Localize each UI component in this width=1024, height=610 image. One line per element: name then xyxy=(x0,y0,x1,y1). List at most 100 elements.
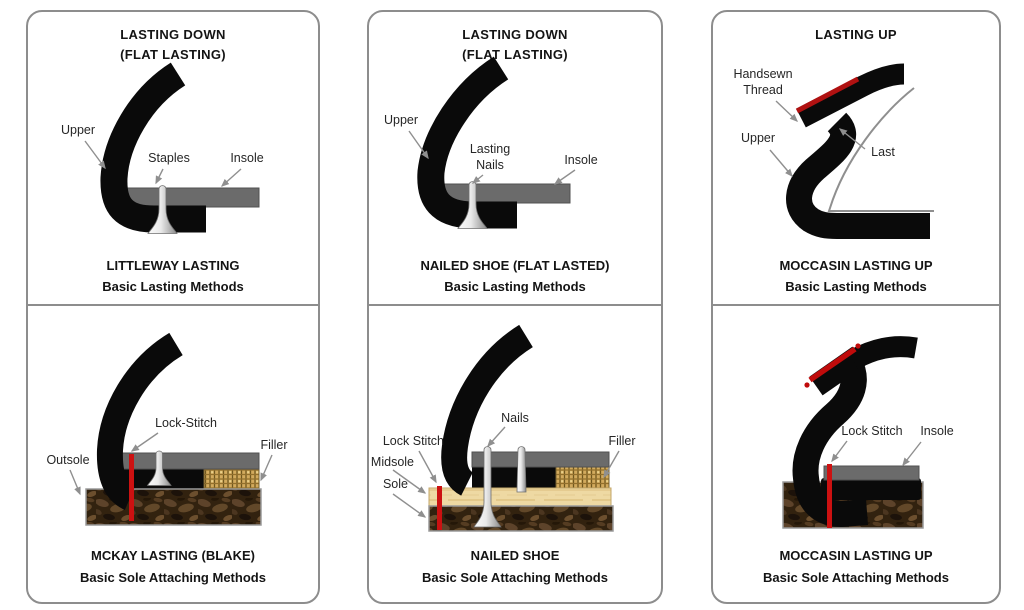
panel-caption-line1: MOCCASIN LASTING UP xyxy=(779,548,932,563)
label-insole: Insole xyxy=(564,153,597,167)
label-filler: Filler xyxy=(608,434,635,448)
label-insole: Insole xyxy=(920,424,953,438)
panel-caption-line2: Basic Sole Attaching Methods xyxy=(763,570,949,585)
upper-shape xyxy=(100,62,206,233)
label-nails: Nails xyxy=(501,411,529,425)
moccasin-sole-diagram: Lock Stitch Insole MOCCASIN LASTING UP B… xyxy=(763,336,954,585)
upper-seam-beak xyxy=(809,346,866,396)
arrow-insole xyxy=(902,441,922,467)
moccasin-up-diagram: LASTING UP Handsewn Thread Upper Last MO… xyxy=(733,27,934,294)
upper-shape xyxy=(786,112,930,239)
label-filler: Filler xyxy=(260,438,287,452)
insole-bar xyxy=(119,452,260,470)
staple-icon xyxy=(146,450,172,486)
panel-column-littleway-mckay: LASTING DOWN (FLAT LASTING) Upper Staple… xyxy=(26,10,320,604)
nailed-sole-diagram: Nails Lock Stitch Midsole Sole Filler NA… xyxy=(371,324,636,585)
arrow-insole xyxy=(553,169,576,185)
label-handsewn-line1: Handsewn xyxy=(733,67,792,81)
panel-nailed-flat-lasted: LASTING DOWN (FLAT LASTING) Upper Lastin… xyxy=(369,12,661,304)
panel-column-nailed: LASTING DOWN (FLAT LASTING) Upper Lastin… xyxy=(367,10,663,604)
arrow-sole xyxy=(392,493,427,518)
label-insole: Insole xyxy=(230,151,263,165)
label-lock-stitch: Lock Stitch xyxy=(383,434,444,448)
panel-caption-line1: NAILED SHOE xyxy=(471,548,560,563)
arrow-filler xyxy=(603,450,620,479)
insole-bar xyxy=(471,451,610,468)
label-staples: Staples xyxy=(148,151,190,165)
mckay-diagram: Lock-Stitch Outsole Filler MCKAY LASTING… xyxy=(46,332,288,585)
label-midsole: Midsole xyxy=(371,455,414,469)
label-sole: Sole xyxy=(383,477,408,491)
upper-shape xyxy=(417,56,517,229)
panel-moccasin-sole: Lock Stitch Insole MOCCASIN LASTING UP B… xyxy=(713,306,999,598)
lock-stitch-line xyxy=(437,486,442,530)
nail-short-icon xyxy=(516,446,527,493)
insole-bar xyxy=(119,187,260,208)
arrow-outsole xyxy=(69,469,81,496)
arrow-lock-stitch xyxy=(130,432,159,452)
arrow-handsewn xyxy=(775,100,798,122)
insole-bar xyxy=(823,465,920,481)
arrow-lasting-nails xyxy=(471,174,484,184)
arrow-lock-stitch xyxy=(831,440,848,463)
arrow-upper xyxy=(84,140,106,170)
upper-seam-arm xyxy=(796,63,905,128)
arrow-staples xyxy=(155,168,164,185)
panel-littleway-lasting: LASTING DOWN (FLAT LASTING) Upper Staple… xyxy=(28,12,318,304)
panel-caption-line1: MOCCASIN LASTING UP xyxy=(779,258,932,273)
panel-caption-line2: Basic Lasting Methods xyxy=(785,279,927,294)
arrow-nails xyxy=(487,426,506,448)
arrow-upper xyxy=(408,130,429,160)
label-lock-stitch: Lock-Stitch xyxy=(155,416,217,430)
arrow-lock-stitch xyxy=(418,450,437,484)
arrow-midsole xyxy=(392,469,427,494)
arrow-filler xyxy=(260,454,273,482)
panel-caption-line2: Basic Lasting Methods xyxy=(444,279,586,294)
label-upper: Upper xyxy=(384,113,418,127)
handsewn-thread-stripe xyxy=(808,346,857,383)
thread-end-dot xyxy=(804,382,810,388)
panel-divider xyxy=(713,304,999,306)
panel-moccasin-lasting-up: LASTING UP Handsewn Thread Upper Last MO… xyxy=(713,12,999,304)
label-upper: Upper xyxy=(741,131,775,145)
upper-shape xyxy=(441,324,534,496)
filler-block xyxy=(203,468,260,491)
arrow-upper xyxy=(769,149,793,178)
upper-seam-arm xyxy=(847,336,918,370)
label-handsewn-line2: Thread xyxy=(743,83,783,97)
sole-slab xyxy=(428,505,614,532)
panel-divider xyxy=(369,304,661,306)
upper-shape xyxy=(96,332,184,510)
panel-divider xyxy=(28,304,318,306)
panel-caption-line1: MCKAY LASTING (BLAKE) xyxy=(91,548,255,563)
last-outline xyxy=(827,87,934,212)
panel-caption-line2: Basic Sole Attaching Methods xyxy=(80,570,266,585)
staple-icon xyxy=(147,185,178,234)
panel-title-line1: LASTING DOWN xyxy=(462,27,567,42)
arrow-insole xyxy=(220,168,242,187)
arrow-last xyxy=(838,128,866,150)
panel-mckay-lasting: Lock-Stitch Outsole Filler MCKAY LASTING… xyxy=(28,306,318,598)
panel-caption-line1: NAILED SHOE (FLAT LASTED) xyxy=(421,258,610,273)
panel-title-line1: LASTING UP xyxy=(815,27,897,42)
handsewn-thread-stripe xyxy=(795,76,860,114)
panel-caption-line2: Basic Sole Attaching Methods xyxy=(422,570,608,585)
label-lock-stitch: Lock Stitch xyxy=(841,424,902,438)
lock-stitch-line xyxy=(827,464,832,528)
lock-stitch-line xyxy=(129,454,134,521)
panel-caption-line1: LITTLEWAY LASTING xyxy=(107,258,240,273)
panel-nailed-shoe-sole: Nails Lock Stitch Midsole Sole Filler NA… xyxy=(369,306,661,598)
label-upper: Upper xyxy=(61,123,95,137)
panel-column-moccasin: LASTING UP Handsewn Thread Upper Last MO… xyxy=(711,10,1001,604)
panel-caption-line2: Basic Lasting Methods xyxy=(102,279,244,294)
thread-end-dot xyxy=(855,343,861,349)
panel-title-line2: (FLAT LASTING) xyxy=(120,47,226,62)
filler-block xyxy=(555,465,610,489)
label-lasting-nails-line1: Lasting xyxy=(470,142,510,156)
nailed-flat-diagram: LASTING DOWN (FLAT LASTING) Upper Lastin… xyxy=(384,27,610,294)
label-lasting-nails-line2: Nails xyxy=(476,158,504,172)
littleway-diagram: LASTING DOWN (FLAT LASTING) Upper Staple… xyxy=(61,27,264,294)
panel-title-line1: LASTING DOWN xyxy=(120,27,225,42)
upper-shape xyxy=(792,355,868,527)
label-last: Last xyxy=(871,145,895,159)
